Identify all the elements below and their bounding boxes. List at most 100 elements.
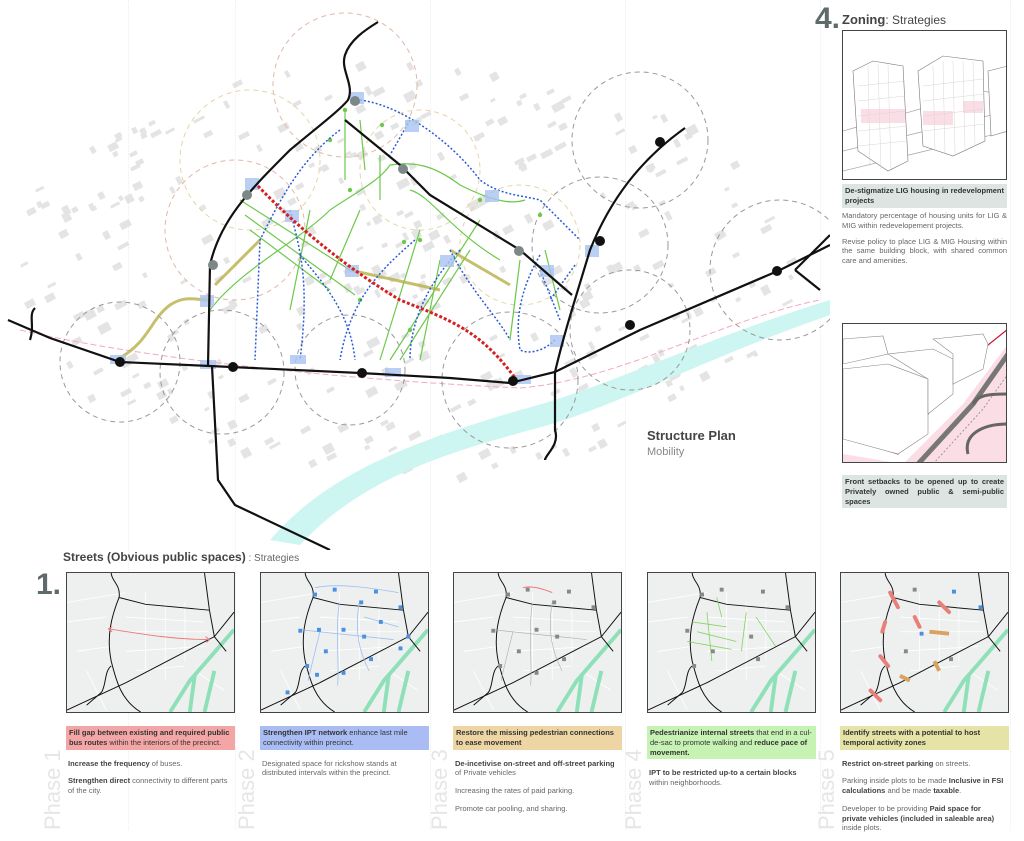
phase-label: Phase 5 [814,749,839,830]
phase-2-panel: Strengthen IPT network enhance last mile… [260,572,429,786]
point-emphasis: IPT to be restricted up-to a certain blo… [649,768,797,778]
strategy-point: Increasing the rates of paid parking. [455,786,620,796]
phase-2-heading: Strengthen IPT network enhance last mile… [260,726,429,750]
point-text: connectivity to different parts of the c… [68,776,228,795]
heading-emphasis: Fill gap between existing and required p… [69,728,230,747]
heading-emphasis: Pedestrianize internal streets [650,728,755,737]
setback-illustration [842,323,1007,463]
zoning-heading: Zoning: Strategies [842,12,946,27]
guide-line [235,0,236,830]
strategy-point: Restrict on-street parking on streets. [842,759,1007,769]
phase-label: Phase 4 [621,749,646,830]
zoning-title: Zoning [842,12,886,27]
phase-5-heading: Identify streets with a potential to hos… [840,726,1009,750]
strategy-point: Developer to be providing Paid space for… [842,804,1007,833]
point-text: and be made [885,786,934,795]
point-emphasis: Paid space for private vehicles (include… [842,803,995,823]
phase-1-points: Increase the frequency of buses. Strength… [66,759,235,796]
phase-2-map [260,572,429,713]
phase-label: Phase 1 [40,749,65,830]
walking-radius-circles [59,12,830,449]
phase-4-map [647,572,816,713]
phase-2-points: Designated space for rickshow stands at … [260,759,429,779]
strategy-point: Increase the frequency of buses. [68,759,233,769]
strategy-point: Strengthen direct connectivity to differ… [68,776,233,796]
zoning-point: Revise policy to place LIG & MIG Housing… [842,236,1007,266]
housing-illustration [842,30,1007,180]
streets-title: Streets (Obvious public spaces) [63,550,246,564]
phase-1-heading: Fill gap between existing and required p… [66,726,235,750]
guide-line [625,0,626,830]
bus-stops [115,137,782,386]
phase-5-points: Restrict on-street parking on streets. Pa… [840,759,1009,834]
river-edge-path [19,299,821,389]
phase-3-panel: Restore the missing pedestrian connectio… [453,572,622,822]
map-subtitle: Mobility [647,446,685,458]
ipt-routes [254,99,581,361]
section-number: 4. [815,2,841,35]
heading-emphasis: Strengthen IPT network [263,728,348,737]
point-emphasis: Increase the frequency [68,758,150,768]
phase-label: Phase 2 [234,749,259,830]
phase-4-points: IPT to be restricted up-to a certain blo… [647,768,816,788]
pedestrian-nodes [327,107,543,333]
guide-line [820,0,821,830]
point-emphasis: Inclusive in FSI calculations [842,776,1004,795]
point-emphasis: De-incetivise on-street and off-street p… [455,758,615,768]
arterial-roads [7,21,830,550]
zoning-title-suffix: : Strategies [885,13,947,27]
phase-3-map [453,572,622,713]
phase-5-panel: Identify streets with a potential to hos… [840,572,1009,841]
point-text: Developer to be providing [842,803,930,813]
point-text: on streets. [933,758,971,768]
point-text: . [959,786,962,795]
point-text: inside plots. [842,823,882,833]
heading-emphasis: reduce pace of movement. [650,737,808,757]
point-text: Parking inside plots to be made [842,776,949,786]
ipt-stands [110,92,599,384]
guide-line [128,0,129,830]
interchange-nodes [208,96,524,270]
zoning-point: Mandatory percentage of housing units fo… [842,211,1007,230]
section-number: 1. [36,568,62,601]
phase-3-heading: Restore the missing pedestrian connectio… [453,726,622,750]
pedestrian-routes [209,110,561,361]
point-text: Designated space for rickshow stands at … [262,758,397,778]
guide-line [430,0,431,830]
river [270,300,830,545]
point-text: of buses. [149,758,183,768]
heading-text: within the interiors of the precinct. [107,737,222,747]
point-text: within neighborhoods. [649,778,722,787]
missing-link-route [256,184,517,379]
map-title: Structure Plan [647,428,736,443]
streets-title-suffix: : Strategies [245,553,300,564]
phase-3-points: De-incetivise on-street and off-street p… [453,759,622,814]
strategy-point: De-incetivise on-street and off-street p… [455,759,620,779]
phase-1-map [66,572,235,713]
point-emphasis: Restrict on-street parking [842,758,934,768]
heading-text: that end in a cul-de-sac to promote walk… [650,728,812,747]
point-text: Increasing the rates of paid parking. [455,786,575,795]
strategy-point: Designated space for rickshow stands at … [262,759,427,779]
zoning-strategy-2-heading: Front setbacks to be opened up to create… [842,475,1007,509]
point-text: Promote car pooling, and sharing. [455,803,568,813]
zoning-strategy-1-points: Mandatory percentage of housing units fo… [842,211,1007,272]
streets-heading: Streets (Obvious public spaces) : Strate… [63,550,299,564]
guide-line [1010,0,1011,830]
strategy-point: IPT to be restricted up-to a certain blo… [649,768,814,788]
zoning-strategy-1-heading: De-stigmatize LIG housing in redevelopme… [842,184,1007,208]
phase-4-panel: Pedestrianize internal streets that end … [647,572,816,796]
strategy-point: Promote car pooling, and sharing. [455,804,620,814]
phase-5-map [840,572,1009,713]
point-emphasis: Strengthen direct [68,776,131,786]
building-footprints [20,60,798,484]
phase-4-heading: Pedestrianize internal streets that end … [647,726,816,760]
heading-emphasis: Restore the missing pedestrian connectio… [456,728,614,747]
point-text: of Private vehicles [455,768,516,778]
point-emphasis: taxable [933,786,960,795]
phase-label: Phase 3 [427,749,452,830]
phase-1-panel: Fill gap between existing and required p… [66,572,235,804]
strategy-point: Parking inside plots to be made Inclusiv… [842,776,1007,796]
greenway-olive [119,238,511,360]
structure-plan-map [7,12,830,550]
